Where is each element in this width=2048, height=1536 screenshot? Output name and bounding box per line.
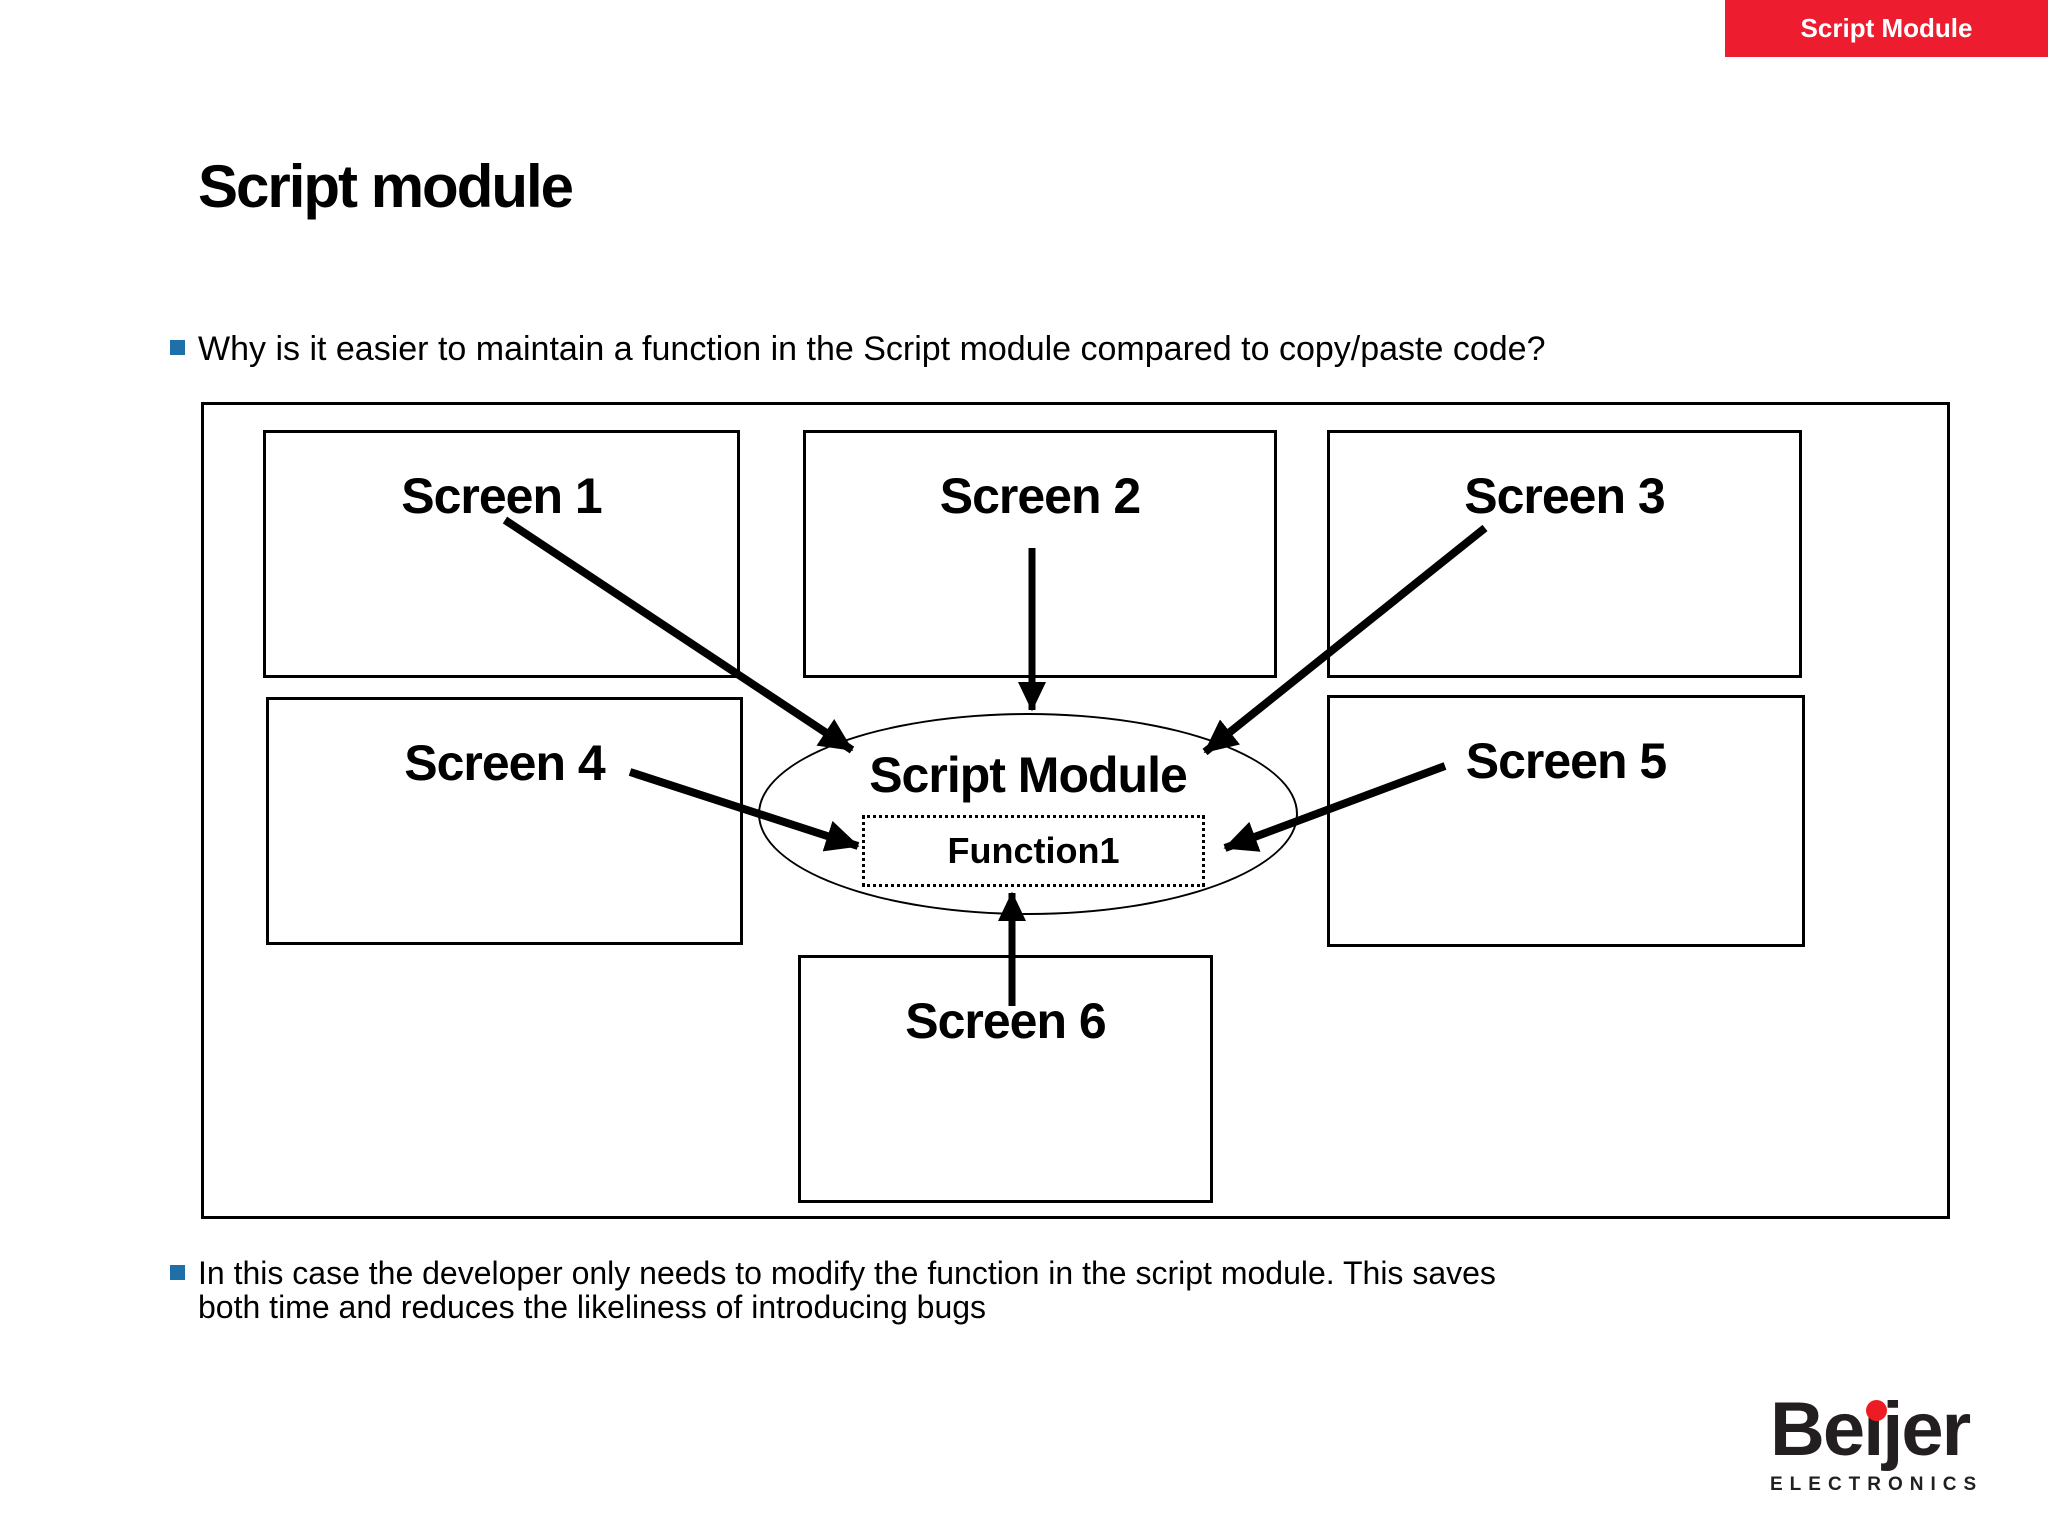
bullet-square-icon: [170, 1265, 185, 1280]
logo-text-jer: jer: [1882, 1387, 1971, 1472]
screen-4-box: Screen 4: [266, 697, 743, 945]
header-tag-banner: Script Module: [1725, 0, 2048, 57]
screen-2-label: Screen 2: [939, 468, 1141, 524]
bullet-answer-text: In this case the developer only needs to…: [198, 1256, 1496, 1324]
screen-1-box: Screen 1: [263, 430, 740, 678]
bullet-question: Why is it easier to maintain a function …: [170, 329, 1545, 369]
header-tag-label: Script Module: [1800, 13, 1973, 43]
screen-3-box: Screen 3: [1327, 430, 1802, 678]
logo-red-dot-icon: [1866, 1400, 1887, 1421]
logo-text-be: Be: [1770, 1387, 1865, 1472]
screen-1-label: Screen 1: [401, 468, 602, 524]
function1-box: Function1: [862, 815, 1205, 887]
function1-label: Function1: [947, 830, 1120, 871]
bullet-square-icon: [170, 340, 185, 355]
screen-6-label: Screen 6: [905, 993, 1106, 1049]
beijer-logo: Beıjer ELECTRONICS: [1770, 1392, 2010, 1496]
beijer-logo-wordmark: Beıjer: [1770, 1392, 2010, 1468]
script-module-label: Script Module: [869, 747, 1188, 803]
bullet-answer-line2: both time and reduces the likeliness of …: [198, 1289, 987, 1325]
screen-6-box: Screen 6: [798, 955, 1213, 1203]
bullet-answer: In this case the developer only needs to…: [170, 1256, 1496, 1324]
bullet-question-text: Why is it easier to maintain a function …: [198, 330, 1546, 368]
page-title: Script module: [198, 153, 574, 220]
screen-5-box: Screen 5: [1327, 695, 1805, 947]
screen-4-label: Screen 4: [404, 735, 605, 791]
bullet-answer-line1: In this case the developer only needs to…: [198, 1255, 1496, 1291]
screen-3-label: Screen 3: [1464, 468, 1665, 524]
screen-2-box: Screen 2: [803, 430, 1277, 678]
screen-5-label: Screen 5: [1465, 733, 1667, 789]
logo-subtitle: ELECTRONICS: [1770, 1474, 1984, 1495]
